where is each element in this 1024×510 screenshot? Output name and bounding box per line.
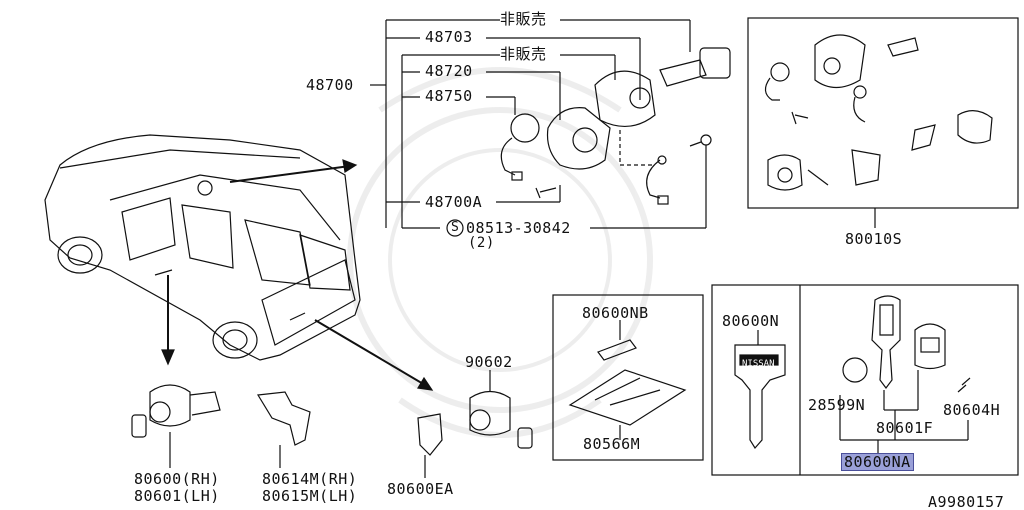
- label-90602[interactable]: 90602: [465, 353, 513, 371]
- label-80604H[interactable]: 80604H: [943, 401, 1001, 419]
- label-80566M[interactable]: 80566M: [583, 435, 641, 453]
- vehicle-drawing: [44, 134, 361, 361]
- label-80600N[interactable]: 80600N: [722, 312, 780, 330]
- label-not-for-sale-2: 非販売: [500, 45, 547, 63]
- label-08513-qty: (2): [468, 235, 495, 251]
- label-48703[interactable]: 48703: [425, 28, 473, 46]
- label-48700[interactable]: 48700: [306, 76, 354, 94]
- label-80601F[interactable]: 80601F: [876, 419, 934, 437]
- watermark-emblem: [347, 67, 653, 438]
- card-key-box: [552, 294, 704, 461]
- label-80600NA[interactable]: 80600NA: [841, 453, 914, 471]
- screw-symbol: S: [451, 220, 460, 235]
- key-80600N-drawing: [734, 344, 786, 450]
- label-28599N[interactable]: 28599N: [808, 396, 866, 414]
- label-48750[interactable]: 48750: [425, 87, 473, 105]
- keys-box: [711, 284, 1019, 476]
- diagram-id: A9980157: [928, 493, 1005, 510]
- label-80600EA[interactable]: 80600EA: [387, 480, 454, 498]
- label-not-for-sale-1: 非販売: [500, 10, 547, 28]
- label-80600NB[interactable]: 80600NB: [582, 304, 649, 322]
- key-blank-drawing: [659, 59, 707, 87]
- kit-box: [747, 17, 1019, 209]
- label-80615M-lh[interactable]: 80615M(LH): [262, 487, 358, 505]
- label-80614M-rh[interactable]: 80614M(RH): [262, 470, 358, 488]
- label-48720[interactable]: 48720: [425, 62, 473, 80]
- label-80601-lh[interactable]: 80601(LH): [134, 487, 220, 505]
- key-brand-text: NISSAN: [742, 359, 775, 369]
- label-48700A[interactable]: 48700A: [425, 193, 483, 211]
- label-80010S[interactable]: 80010S: [845, 230, 903, 248]
- label-80600-rh[interactable]: 80600(RH): [134, 470, 220, 488]
- label-08513-30842[interactable]: 08513-30842: [466, 219, 571, 237]
